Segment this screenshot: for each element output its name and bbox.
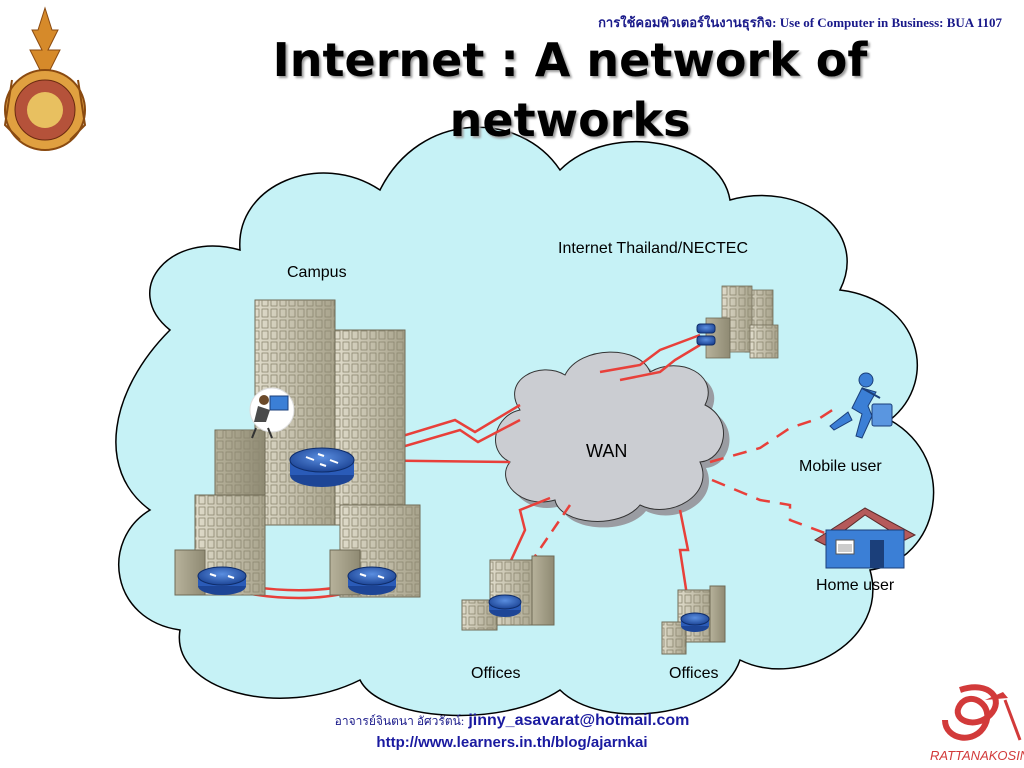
rattanakosin-logo bbox=[942, 684, 1022, 741]
email-link[interactable]: jinny_asavarat@hotmail.com bbox=[468, 712, 690, 729]
wan-cloud bbox=[495, 351, 730, 528]
university-seal-logo bbox=[3, 6, 87, 151]
router-icon bbox=[680, 612, 710, 632]
office-building bbox=[461, 555, 555, 631]
workstation-user-icon bbox=[249, 387, 295, 439]
instructor-contact: อาจารย์จินตนา อัศวรัตน์: jinny_asavarat@… bbox=[0, 712, 1024, 731]
rattanakosin-wordmark: RATTANAKOSIN bbox=[930, 748, 1024, 763]
home-user-label: Home user bbox=[816, 577, 895, 594]
house-icon bbox=[813, 507, 917, 569]
course-label: การใช้คอมพิวเตอร์ในงานธุรกิจ: Use of Com… bbox=[598, 15, 1002, 30]
isp-building bbox=[696, 285, 779, 359]
mobile-user-label: Mobile user bbox=[799, 458, 882, 475]
mobile-user-icon bbox=[829, 372, 893, 439]
router-icon bbox=[289, 447, 355, 487]
offices-label-2: Offices bbox=[669, 665, 719, 682]
blog-url-link[interactable]: http://www.learners.in.th/blog/ajarnkai bbox=[376, 734, 648, 751]
router-icon bbox=[488, 594, 522, 617]
isp-label: Internet Thailand/NECTEC bbox=[558, 240, 749, 257]
page-title: Internet : A network of networks bbox=[272, 33, 868, 147]
offices-label-1: Offices bbox=[471, 665, 521, 682]
dashed-links bbox=[709, 403, 841, 537]
wan-label: WAN bbox=[586, 441, 628, 461]
campus-label: Campus bbox=[287, 264, 347, 281]
office-building bbox=[661, 585, 726, 655]
router-icon bbox=[197, 566, 247, 595]
router-icon bbox=[347, 566, 397, 595]
router-icon bbox=[696, 323, 716, 346]
instructor-label: อาจารย์จินตนา อัศวรัตน์: bbox=[334, 714, 465, 728]
